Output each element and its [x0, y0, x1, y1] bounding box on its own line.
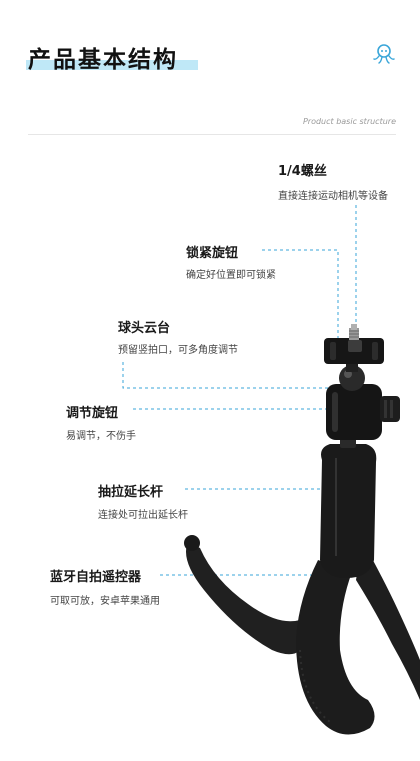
feature-title-ball-head: 球头云台 — [118, 321, 171, 336]
feature-desc-adjust-knob: 易调节，不伤手 — [66, 431, 136, 442]
title-highlight — [26, 60, 198, 70]
feature-title-lock-knob: 锁紧旋钮 — [186, 246, 239, 261]
callout-line-lock-knob — [262, 249, 339, 356]
page-subtitle: Product basic structure — [302, 117, 396, 126]
feature-title-extension-rod: 抽拉延长杆 — [98, 485, 164, 500]
page-title: 产品基本结构 — [28, 47, 178, 73]
lock-knob — [324, 338, 384, 364]
ball-head — [326, 360, 382, 440]
octopus-logo-icon — [373, 44, 395, 64]
extension-rod — [320, 438, 377, 578]
feature-title-remote: 蓝牙自拍遥控器 — [50, 570, 142, 585]
feature-desc-remote: 可取可放，安卓苹果通用 — [50, 596, 160, 607]
adjust-knob — [380, 396, 400, 422]
feature-desc-screw: 直接连接运动相机等设备 — [278, 191, 388, 202]
feature-title-adjust-knob: 调节旋钮 — [66, 406, 119, 421]
quarter-inch-screw — [349, 324, 359, 340]
callout-line-remote — [160, 512, 345, 576]
feature-desc-ball-head: 预留竖拍口，可多角度调节 — [118, 345, 238, 356]
feature-desc-lock-knob: 确定好位置即可锁紧 — [186, 270, 276, 281]
callout-line-ball-head — [122, 362, 346, 389]
feature-desc-extension-rod: 连接处可拉出延长杆 — [98, 510, 188, 521]
tripod-legs — [184, 535, 420, 735]
header-divider — [28, 134, 396, 135]
feature-title-screw: 1/4螺丝 — [278, 164, 327, 179]
